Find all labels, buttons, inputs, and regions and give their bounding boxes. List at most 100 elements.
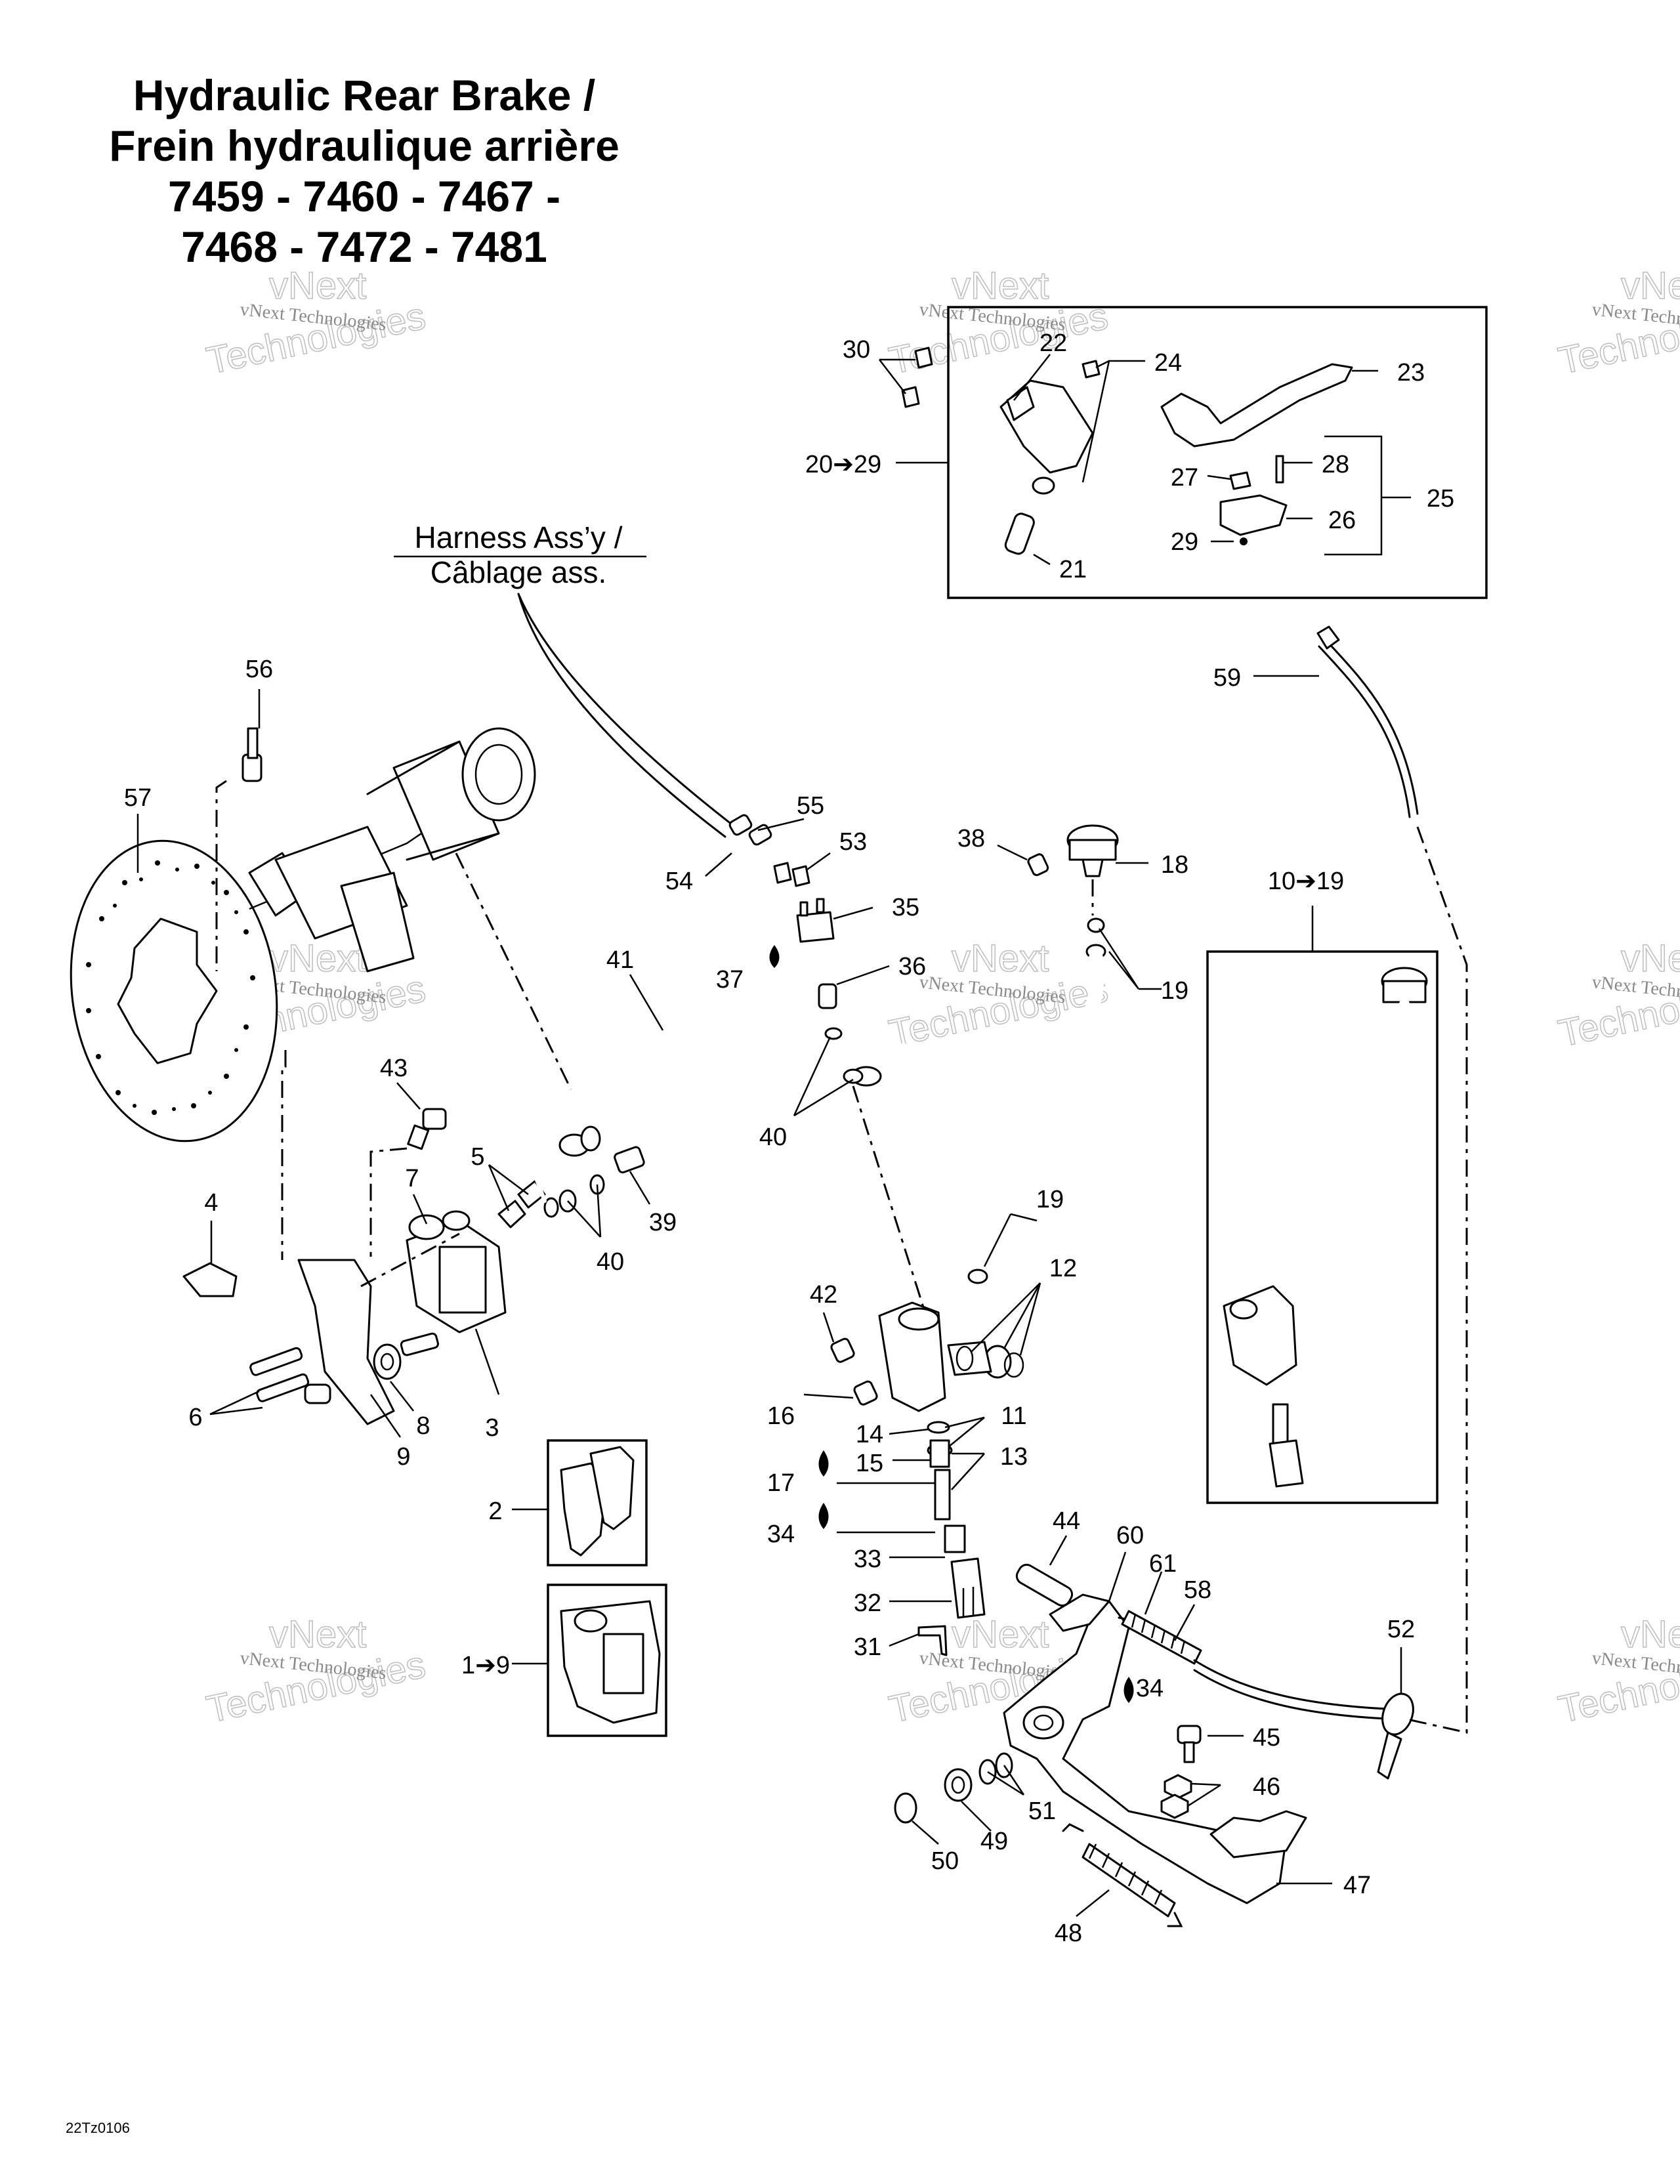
- callout-38: 38: [957, 825, 985, 852]
- callout-28: 28: [1322, 451, 1349, 478]
- clevis-32: [950, 1557, 986, 1619]
- callout-60: 60: [1116, 1522, 1144, 1549]
- callout-32: 32: [854, 1589, 881, 1617]
- callout-44: 44: [1053, 1507, 1080, 1535]
- callout-39: 39: [649, 1209, 677, 1236]
- callout-4: 4: [204, 1189, 218, 1217]
- bolt-43: [407, 1108, 447, 1150]
- watermark-big-top: vNext: [952, 264, 1049, 307]
- brake-pedal: [1003, 1593, 1307, 1904]
- watermark-big-top: vNext: [1621, 264, 1680, 307]
- caliper: [406, 1210, 507, 1334]
- callout-21: 21: [1059, 556, 1087, 583]
- callout-12: 12: [1049, 1255, 1077, 1282]
- callout-40b: 40: [597, 1248, 624, 1276]
- callout-58: 58: [1184, 1576, 1211, 1604]
- bolt-short: [400, 1332, 439, 1356]
- callout-59: 59: [1213, 664, 1241, 692]
- title-line-4: 7468 - 7472 - 7481: [181, 222, 547, 271]
- callout-48: 48: [1055, 1920, 1082, 1947]
- title-line-3: 7459 - 7460 - 7467 -: [168, 172, 560, 220]
- callout-23: 23: [1397, 359, 1425, 387]
- dash-43: [369, 1147, 408, 1257]
- washers-49-51: [894, 1752, 1013, 1824]
- callout-15: 15: [856, 1450, 883, 1477]
- banjo-bolt-39: [543, 1146, 645, 1218]
- dash-bracket-caliper: [360, 1232, 460, 1288]
- callout-30: 30: [843, 336, 870, 364]
- callout-54: 54: [665, 868, 693, 895]
- harness-cable: [517, 593, 772, 846]
- master-cylinder-inset-box: [947, 306, 1488, 599]
- watermark-big-top: vNext: [269, 1613, 366, 1656]
- callout-11: 11: [1001, 1402, 1026, 1430]
- callout-33: 33: [854, 1545, 881, 1573]
- watermark-big-top: vNext: [1621, 1613, 1680, 1656]
- brake-disc: [70, 839, 278, 1143]
- bolt-38: [1027, 853, 1049, 876]
- leader-lines: [136, 354, 1411, 1917]
- title-line-2: Frein hydraulique arrière: [109, 121, 620, 170]
- washer-8: [373, 1343, 402, 1380]
- cable-59-end: [1316, 625, 1340, 650]
- callout-49: 49: [980, 1828, 1008, 1855]
- return-spring-48: [1062, 1823, 1183, 1927]
- bolt-45: [1177, 1725, 1202, 1763]
- callout-6: 6: [188, 1404, 202, 1431]
- brake-pads-inset-box: [547, 1439, 648, 1566]
- callouts: 30 22 24 23 20➔29 28 27 25 26 29 21 59 5…: [124, 329, 1454, 1947]
- callout-18: 18: [1161, 851, 1188, 879]
- dash-housing-to-line: [455, 852, 572, 1090]
- grease-drop-37: [769, 945, 780, 968]
- master-cylinder: [878, 1301, 1024, 1412]
- callout-7: 7: [405, 1165, 419, 1192]
- callout-17: 17: [767, 1469, 795, 1497]
- callout-55: 55: [797, 792, 824, 820]
- screws-30: [901, 346, 933, 408]
- bolt-56: [242, 727, 262, 782]
- pin-44: [1015, 1563, 1074, 1607]
- brake-pads: [560, 1446, 635, 1557]
- watermark-big-top: vNext: [269, 937, 366, 980]
- callout-22: 22: [1040, 329, 1067, 357]
- master-cylinder-lever-inset: [999, 360, 1353, 555]
- harness-label: Harness Ass’y / Câblage ass.: [394, 520, 646, 589]
- brake-light-switch: [796, 898, 835, 943]
- grease-drop-17: [818, 1450, 829, 1477]
- callout-24: 24: [1154, 349, 1182, 377]
- callout-5: 5: [471, 1143, 484, 1171]
- callout-46: 46: [1253, 1773, 1280, 1801]
- callout-37: 37: [716, 966, 744, 994]
- piston-stack: [927, 1421, 966, 1553]
- pedal-lever-group-bracket: [1324, 435, 1383, 556]
- rear-axle-housing: [248, 727, 536, 973]
- watermark-big-top: vNext: [1621, 937, 1680, 980]
- harness-label-line-1: Harness Ass’y /: [415, 520, 623, 555]
- bolt-16: [853, 1380, 878, 1406]
- bracket-52: [1377, 1692, 1414, 1780]
- callout-45: 45: [1253, 1724, 1280, 1752]
- reservoir-18: [1066, 824, 1119, 877]
- callout-19b: 19: [1036, 1186, 1064, 1213]
- spring-58: [1118, 1610, 1202, 1665]
- watermark-big-top: vNext: [952, 1613, 1049, 1656]
- callout-41: 41: [606, 946, 634, 974]
- callout-34a: 34: [767, 1521, 795, 1548]
- cotter-pin-31: [917, 1625, 948, 1656]
- bolt-42: [830, 1337, 855, 1363]
- callout-40a: 40: [759, 1124, 787, 1151]
- drawing-code: 22Tz0106: [66, 2120, 130, 2136]
- callout-47: 47: [1343, 1872, 1371, 1899]
- cable-to-bracket-52b: [1193, 1669, 1402, 1721]
- callout-19a: 19: [1161, 977, 1188, 1005]
- callout-31: 31: [854, 1633, 881, 1661]
- grease-drop-34: [818, 1503, 829, 1529]
- callout-14: 14: [856, 1421, 883, 1448]
- title-line-1: Hydraulic Rear Brake /: [133, 71, 595, 119]
- callout-20-29: 20➔29: [805, 451, 881, 478]
- fitting-36: [818, 983, 864, 1084]
- reservoir-assembly-inset-box: [1206, 950, 1438, 1504]
- callout-8: 8: [416, 1412, 430, 1440]
- callout-27: 27: [1171, 464, 1198, 492]
